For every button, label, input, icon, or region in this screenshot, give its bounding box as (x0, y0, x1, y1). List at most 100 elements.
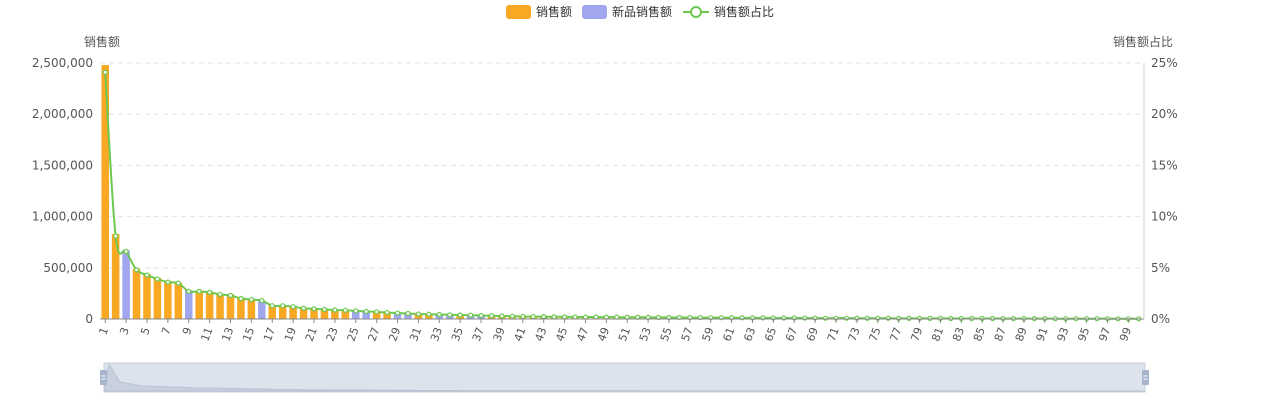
y-left-tick-label: 0 (85, 312, 93, 326)
y-left-tick-label: 500,000 (43, 261, 93, 275)
share-point[interactable] (343, 308, 347, 312)
share-point[interactable] (229, 293, 233, 297)
share-point[interactable] (333, 308, 337, 312)
share-point[interactable] (531, 315, 535, 319)
bar-sales[interactable] (133, 269, 141, 319)
share-point[interactable] (886, 316, 890, 320)
x-tick-label: 17 (261, 326, 278, 344)
share-point[interactable] (458, 313, 462, 317)
bar-sales[interactable] (154, 278, 162, 319)
share-point[interactable] (437, 312, 441, 316)
share-point[interactable] (239, 297, 243, 301)
share-point[interactable] (573, 315, 577, 319)
share-point[interactable] (594, 315, 598, 319)
share-point[interactable] (907, 316, 911, 320)
y-right-tick-label: 0% (1151, 312, 1170, 326)
bar-sales[interactable] (175, 283, 183, 319)
share-point[interactable] (135, 268, 139, 272)
share-point[interactable] (521, 314, 525, 318)
share-point[interactable] (176, 281, 180, 285)
bar-sales[interactable] (112, 234, 120, 319)
x-tick-label: 39 (491, 326, 508, 344)
share-point[interactable] (166, 280, 170, 284)
share-point[interactable] (563, 315, 567, 319)
bar-sales[interactable] (195, 291, 203, 319)
share-point[interactable] (302, 306, 306, 310)
share-point[interactable] (354, 309, 358, 313)
share-point[interactable] (406, 311, 410, 315)
share-point[interactable] (114, 234, 118, 238)
bar-sales[interactable] (206, 291, 214, 319)
x-tick-label: 1 (96, 326, 111, 337)
legend-item-new-sales[interactable]: 新品销售额 (582, 4, 672, 19)
bar-sales[interactable] (216, 294, 224, 319)
share-point[interactable] (364, 309, 368, 313)
share-point[interactable] (208, 290, 212, 294)
share-point[interactable] (469, 313, 473, 317)
share-point[interactable] (312, 307, 316, 311)
bar-new-sales[interactable] (185, 290, 193, 319)
share-point[interactable] (479, 314, 483, 318)
share-point[interactable] (218, 292, 222, 296)
x-tick-label: 69 (804, 326, 821, 344)
share-point[interactable] (197, 289, 201, 293)
share-point[interactable] (385, 311, 389, 315)
share-point[interactable] (552, 315, 556, 319)
share-point[interactable] (844, 316, 848, 320)
legend-item-share[interactable]: 销售额占比 (683, 4, 774, 19)
bar-sales[interactable] (227, 294, 235, 319)
share-point[interactable] (260, 299, 264, 303)
x-tick-label: 27 (365, 326, 382, 344)
share-point[interactable] (375, 310, 379, 314)
bar-sales[interactable] (164, 281, 172, 319)
bar-new-sales[interactable] (258, 301, 266, 319)
share-point[interactable] (270, 304, 274, 308)
share-point[interactable] (155, 277, 159, 281)
share-point[interactable] (500, 314, 504, 318)
x-tick-label: 63 (741, 326, 758, 344)
share-point[interactable] (103, 70, 107, 74)
share-point[interactable] (322, 307, 326, 311)
share-point[interactable] (970, 316, 974, 320)
share-point[interactable] (542, 315, 546, 319)
share-point[interactable] (249, 298, 253, 302)
share-line-series (103, 70, 1141, 321)
share-point[interactable] (824, 316, 828, 320)
share-point[interactable] (949, 316, 953, 320)
x-tick-label: 79 (908, 326, 925, 344)
bar-sales[interactable] (143, 274, 151, 319)
x-tick-label: 3 (117, 326, 132, 337)
share-point[interactable] (865, 316, 869, 320)
share-point[interactable] (448, 313, 452, 317)
share-point[interactable] (187, 289, 191, 293)
share-point[interactable] (928, 316, 932, 320)
x-tick-label: 67 (783, 326, 800, 344)
legend-swatch-sales (506, 5, 531, 19)
legend-label-share: 销售额占比 (714, 4, 774, 19)
data-zoom-track[interactable] (104, 363, 1145, 392)
share-point[interactable] (991, 316, 995, 320)
data-zoom-handle-right[interactable] (1142, 370, 1149, 385)
data-zoom-handle-left[interactable] (100, 370, 107, 385)
share-point[interactable] (583, 315, 587, 319)
share-point[interactable] (490, 314, 494, 318)
share-point[interactable] (396, 311, 400, 315)
x-tick-label: 55 (658, 326, 675, 344)
share-point[interactable] (291, 305, 295, 309)
share-point[interactable] (281, 304, 285, 308)
x-tick-label: 85 (971, 326, 988, 344)
share-point[interactable] (510, 314, 514, 318)
share-point[interactable] (145, 273, 149, 277)
share-point[interactable] (427, 312, 431, 316)
share-point[interactable] (416, 312, 420, 316)
x-tick-label: 7 (159, 326, 174, 337)
x-tick-label: 99 (1117, 326, 1134, 344)
share-point[interactable] (124, 249, 128, 253)
data-zoom-slider[interactable] (100, 363, 1149, 392)
legend-item-sales[interactable]: 销售额 (506, 4, 572, 19)
x-tick-label: 83 (950, 326, 967, 344)
x-tick-label: 59 (700, 326, 717, 344)
legend: 销售额 新品销售额 销售额占比 (506, 4, 774, 19)
bar-new-sales[interactable] (122, 250, 130, 319)
